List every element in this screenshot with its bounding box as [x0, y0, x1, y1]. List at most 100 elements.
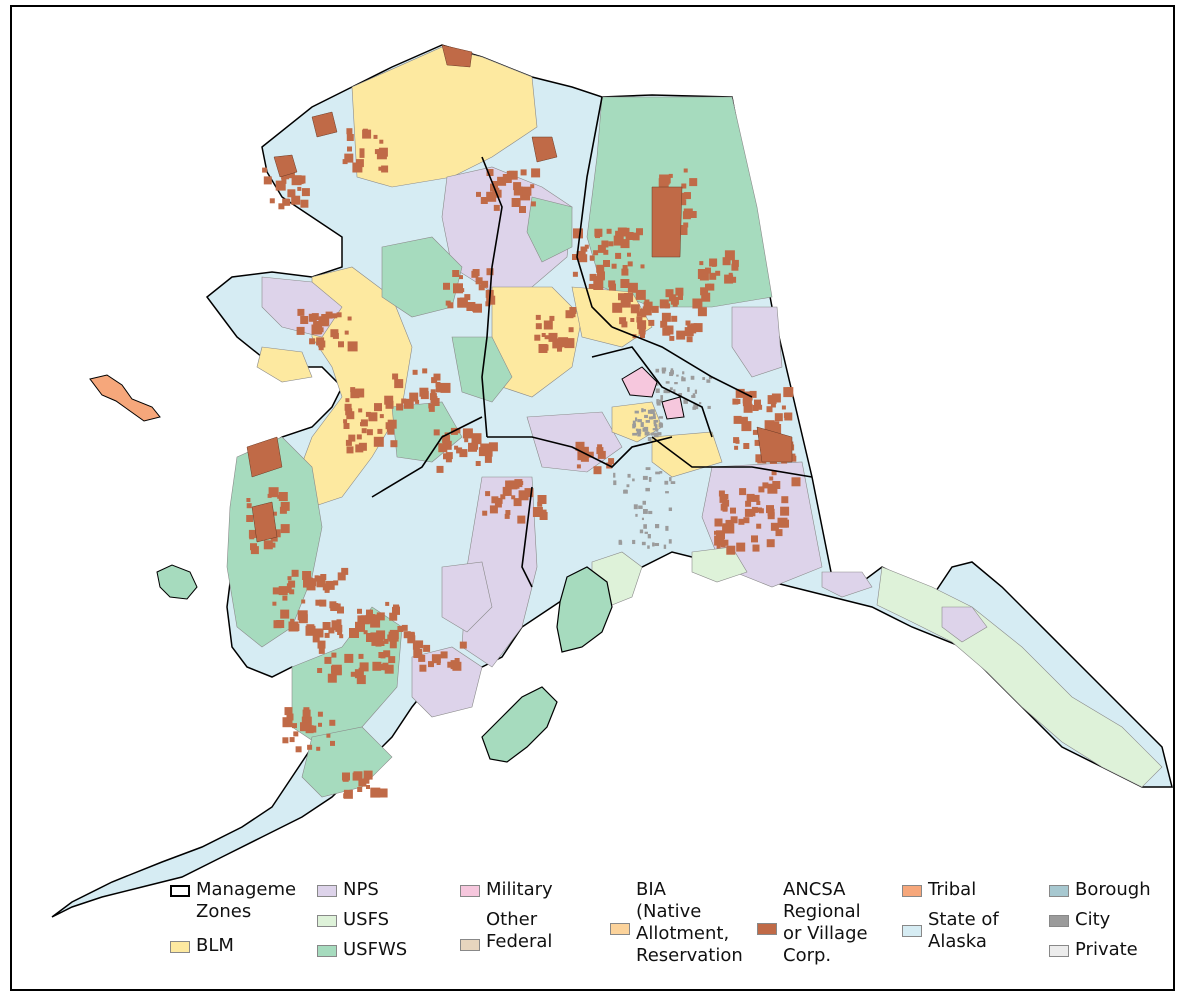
ancsa-parcel: [576, 250, 586, 260]
ancsa-parcel: [754, 399, 761, 407]
ancsa-parcel: [780, 506, 790, 516]
ancsa-parcel: [677, 225, 688, 235]
ancsa-parcel: [769, 476, 774, 481]
ancsa-parcel: [246, 503, 252, 509]
ancsa-parcel: [447, 302, 454, 309]
ancsa-parcel: [511, 495, 516, 500]
ancsa-parcel: [756, 501, 761, 505]
ancsa-parcel: [345, 398, 350, 403]
ancsa-parcel: [475, 461, 481, 466]
ancsa-parcel: [358, 408, 363, 413]
ancsa-parcel: [724, 250, 735, 261]
ancsa-parcel: [347, 341, 358, 352]
ancsa-parcel: [627, 261, 633, 267]
ancsa-parcel: [375, 640, 382, 647]
ancsa-parcel: [733, 415, 742, 424]
ancsa-parcel: [459, 641, 467, 649]
city-parcel: [645, 420, 650, 423]
ancsa-parcel: [246, 436, 283, 478]
city-parcel: [665, 381, 670, 384]
ancsa-parcel: [739, 488, 747, 496]
ancsa-parcel: [361, 428, 367, 434]
ancsa-parcel: [384, 664, 394, 674]
ownership-region-usfws: [451, 336, 513, 403]
ancsa-parcel: [272, 511, 277, 516]
ancsa-parcel: [403, 398, 414, 409]
ancsa-parcel: [517, 515, 526, 524]
ancsa-parcel: [358, 442, 367, 451]
ancsa-parcel: [350, 387, 356, 393]
ancsa-parcel: [419, 387, 429, 397]
city-parcel: [682, 371, 685, 375]
city-parcel: [652, 542, 655, 547]
ancsa-parcel: [513, 182, 522, 191]
city-parcel: [644, 531, 648, 534]
ancsa-parcel: [246, 498, 251, 502]
ownership-region-nps: [821, 571, 873, 598]
ancsa-parcel: [484, 455, 492, 463]
ancsa-parcel: [621, 268, 629, 276]
ancsa-parcel: [596, 447, 604, 455]
ancsa-parcel: [272, 601, 277, 606]
ancsa-parcel: [491, 496, 499, 504]
ancsa-parcel: [754, 439, 761, 446]
ancsa-parcel: [762, 482, 769, 489]
ancsa-parcel: [752, 544, 760, 552]
ancsa-parcel: [624, 293, 634, 302]
ancsa-parcel: [278, 586, 288, 596]
ancsa-parcel: [716, 530, 725, 540]
ancsa-parcel: [582, 246, 588, 252]
ancsa-parcel: [781, 496, 789, 504]
ancsa-parcel: [557, 346, 562, 352]
ancsa-parcel: [740, 416, 748, 424]
ancsa-parcel: [359, 152, 365, 158]
ancsa-parcel: [324, 587, 330, 593]
ancsa-parcel: [505, 510, 511, 515]
ancsa-parcel: [379, 641, 385, 646]
ancsa-parcel: [445, 452, 453, 460]
ancsa-parcel: [636, 228, 643, 236]
ancsa-parcel: [606, 228, 612, 234]
ancsa-parcel: [435, 383, 445, 393]
city-parcel: [655, 524, 660, 529]
ancsa-parcel: [315, 599, 322, 606]
ancsa-parcel: [637, 320, 647, 330]
ancsa-parcel: [363, 615, 372, 624]
ancsa-parcel: [377, 428, 383, 434]
ancsa-parcel: [642, 306, 652, 316]
ancsa-parcel: [324, 656, 332, 664]
ancsa-parcel: [293, 731, 299, 737]
ancsa-parcel: [466, 302, 476, 311]
ancsa-parcel: [486, 191, 497, 202]
ancsa-parcel: [577, 450, 588, 461]
ancsa-parcel: [543, 320, 553, 330]
ancsa-parcel: [346, 446, 354, 454]
ancsa-parcel: [297, 610, 308, 621]
ancsa-parcel: [707, 283, 715, 291]
ancsa-parcel: [438, 443, 448, 453]
ancsa-parcel: [622, 296, 628, 301]
city-parcel: [636, 430, 642, 435]
ownership-region-blm: [256, 346, 313, 383]
ancsa-parcel: [705, 267, 711, 274]
ancsa-parcel: [297, 308, 305, 316]
city-parcel: [643, 409, 647, 412]
ancsa-parcel: [699, 261, 704, 266]
ancsa-parcel: [302, 571, 312, 580]
ancsa-parcel: [370, 617, 381, 628]
ancsa-parcel: [781, 519, 789, 528]
ancsa-parcel: [734, 445, 739, 450]
ancsa-parcel: [537, 495, 547, 504]
city-parcel: [637, 419, 642, 423]
ancsa-parcel: [346, 128, 353, 135]
ancsa-parcel: [445, 456, 452, 463]
city-parcel: [641, 517, 644, 521]
ancsa-parcel: [648, 319, 655, 326]
ancsa-parcel: [320, 574, 327, 580]
city-parcel: [656, 399, 659, 404]
ancsa-parcel: [593, 466, 602, 475]
city-parcel: [650, 409, 655, 414]
ancsa-parcel: [450, 660, 460, 670]
ancsa-parcel: [597, 444, 603, 450]
ancsa-parcel: [730, 507, 736, 514]
